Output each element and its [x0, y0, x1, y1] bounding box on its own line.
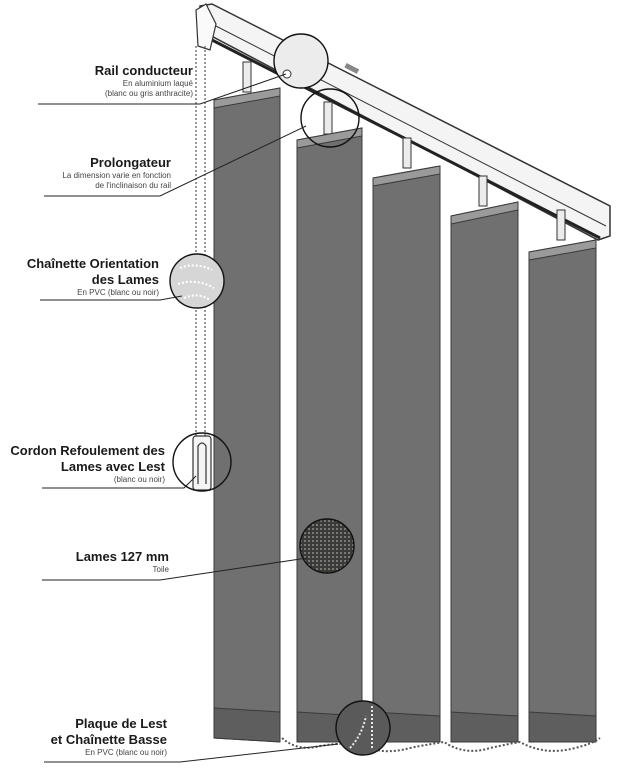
callout-title: Chaînette Orientation: [26, 256, 159, 271]
callout-sub-line: La dimension varie en fonction: [62, 171, 171, 180]
callout-title: Plaque de Lest: [75, 716, 167, 731]
callout-prolongateur: Prolongateur La dimension varie en fonct…: [62, 155, 171, 191]
callout-sub-line: En PVC (blanc ou noir): [77, 288, 159, 297]
callout-title-line2: et Chaînette Basse: [50, 732, 167, 747]
callout-chainette-orientation: Chaînette Orientation des Lames En PVC (…: [27, 256, 159, 298]
detail-circles: [169, 33, 391, 756]
callout-sub-line: (blanc ou noir): [113, 475, 165, 484]
callout-sub-line: Toile: [152, 565, 169, 574]
callout-lames: Lames 127 mm Toile: [76, 549, 169, 575]
slats: [213, 87, 597, 743]
cord-weight: [192, 435, 212, 491]
callout-cordon-refoulement: Cordon Refoulement des Lames avec Lest (…: [10, 443, 165, 485]
slat-3: [372, 165, 441, 743]
callout-sub-line: de l'inclinaison du rail: [95, 181, 171, 190]
slat-2: [296, 127, 363, 743]
detail-prolongateur: [300, 88, 360, 148]
callout-title: Prolongateur: [90, 155, 171, 170]
callout-title: Lames 127 mm: [75, 549, 169, 564]
detail-cord: [172, 432, 232, 492]
detail-fabric: [299, 518, 355, 574]
callout-rail-conducteur: Rail conducteur En aluminium laqué (blan…: [95, 63, 193, 99]
carriers: [242, 61, 566, 241]
leader-lines: [38, 73, 339, 763]
slat-1: [213, 87, 281, 743]
slat-4: [450, 201, 519, 743]
callout-title-line2: des Lames: [91, 272, 159, 287]
detail-rail: [273, 33, 329, 89]
callout-title: Rail conducteur: [94, 63, 193, 78]
callout-plaque-de-lest: Plaque de Lest et Chaînette Basse En PVC…: [51, 716, 167, 758]
callout-title: Cordon Refoulement des: [10, 443, 165, 458]
detail-weight: [335, 700, 391, 756]
callout-sub-line: En aluminium laqué: [122, 79, 193, 88]
orientation-chain: [195, 46, 206, 440]
callout-sub-line: (blanc ou gris anthracite): [104, 89, 193, 98]
detail-chain: [169, 253, 225, 309]
callout-title-line2: Lames avec Lest: [60, 459, 165, 474]
slat-5: [528, 239, 597, 743]
callout-sub-line: En PVC (blanc ou noir): [85, 748, 167, 757]
